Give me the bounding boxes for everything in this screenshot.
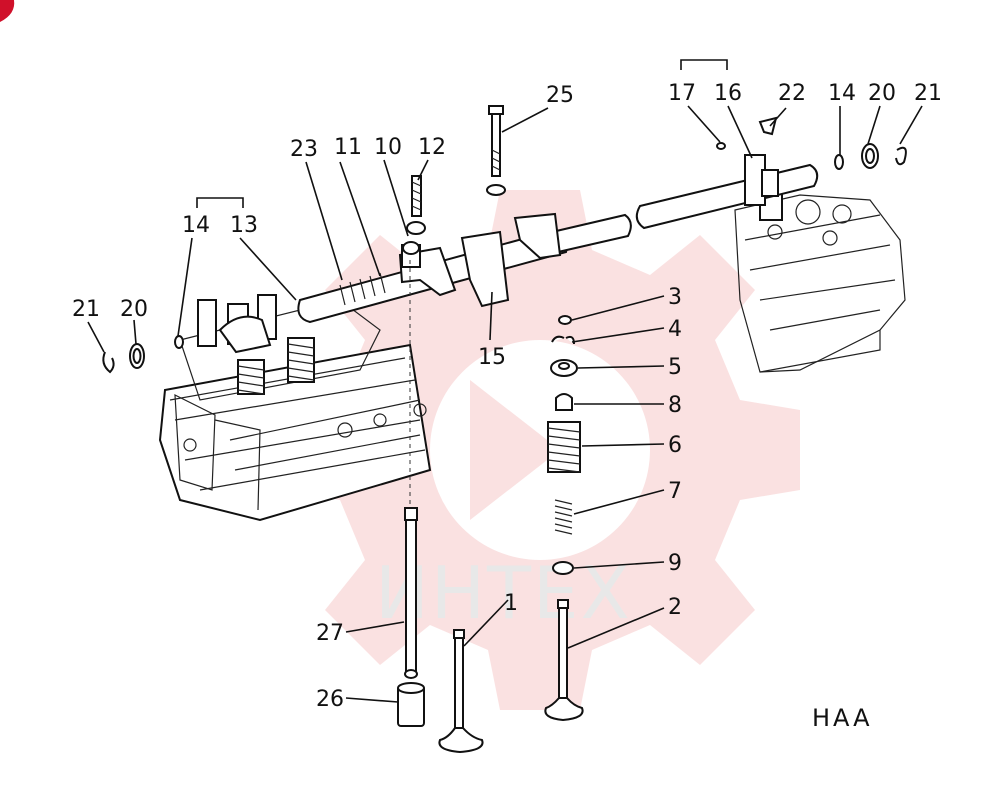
callout-23: 23: [290, 137, 318, 162]
valve-2: [544, 599, 584, 722]
callout-1: 1: [504, 591, 518, 616]
left-small-parts: [102, 335, 184, 374]
callout-17: 17: [668, 81, 696, 106]
watermark-text: ИНТЕХ: [375, 551, 632, 635]
callout-14-right: 14: [828, 81, 856, 106]
callout-3: 3: [668, 285, 682, 310]
callout-14-left: 14: [182, 213, 210, 238]
rocker-shaft-right: [635, 154, 819, 230]
valve-1: [438, 629, 484, 754]
callout-2: 2: [668, 595, 682, 620]
callout-25: 25: [546, 83, 574, 108]
callout-5: 5: [668, 355, 682, 380]
bracket-14-13: [196, 197, 244, 208]
corner-badge: [0, 0, 15, 22]
leader-lines: [87, 105, 923, 703]
callout-9: 9: [668, 551, 682, 576]
valve-spring-stack: [547, 315, 581, 575]
callout-4: 4: [668, 317, 682, 342]
right-cylinder-head: [734, 179, 906, 373]
callout-16: 16: [714, 81, 742, 106]
callout-15: 15: [478, 345, 506, 370]
left-cylinder-head: [158, 294, 432, 522]
callout-11: 11: [334, 135, 362, 160]
callout-21-left: 21: [72, 297, 100, 322]
push-rod-27: [404, 507, 418, 679]
callout-20-left: 20: [120, 297, 148, 322]
part-12-adjusting-screw: [402, 175, 426, 255]
callout-20-right: 20: [868, 81, 896, 106]
callout-6: 6: [668, 433, 682, 458]
callout-22: 22: [778, 81, 806, 106]
callout-12: 12: [418, 135, 446, 160]
part-25-bolt: [486, 105, 506, 196]
callout-labels: 25 17 16 22 14 20 21 23 11 10 12 14 13 2…: [72, 81, 942, 712]
callout-7: 7: [668, 479, 682, 504]
tappet-26: [397, 682, 425, 727]
callout-8: 8: [668, 393, 682, 418]
callout-10: 10: [374, 135, 402, 160]
callout-13: 13: [230, 213, 258, 238]
right-small-parts: [716, 116, 907, 170]
head-valve-springs: [237, 337, 315, 395]
callout-27: 27: [316, 621, 344, 646]
callout-21-right: 21: [914, 81, 942, 106]
rocker-shaft-main: [297, 212, 632, 324]
callout-26: 26: [316, 687, 344, 712]
bracket-17-16: [680, 59, 728, 70]
diagram-code: HAA: [812, 704, 873, 732]
